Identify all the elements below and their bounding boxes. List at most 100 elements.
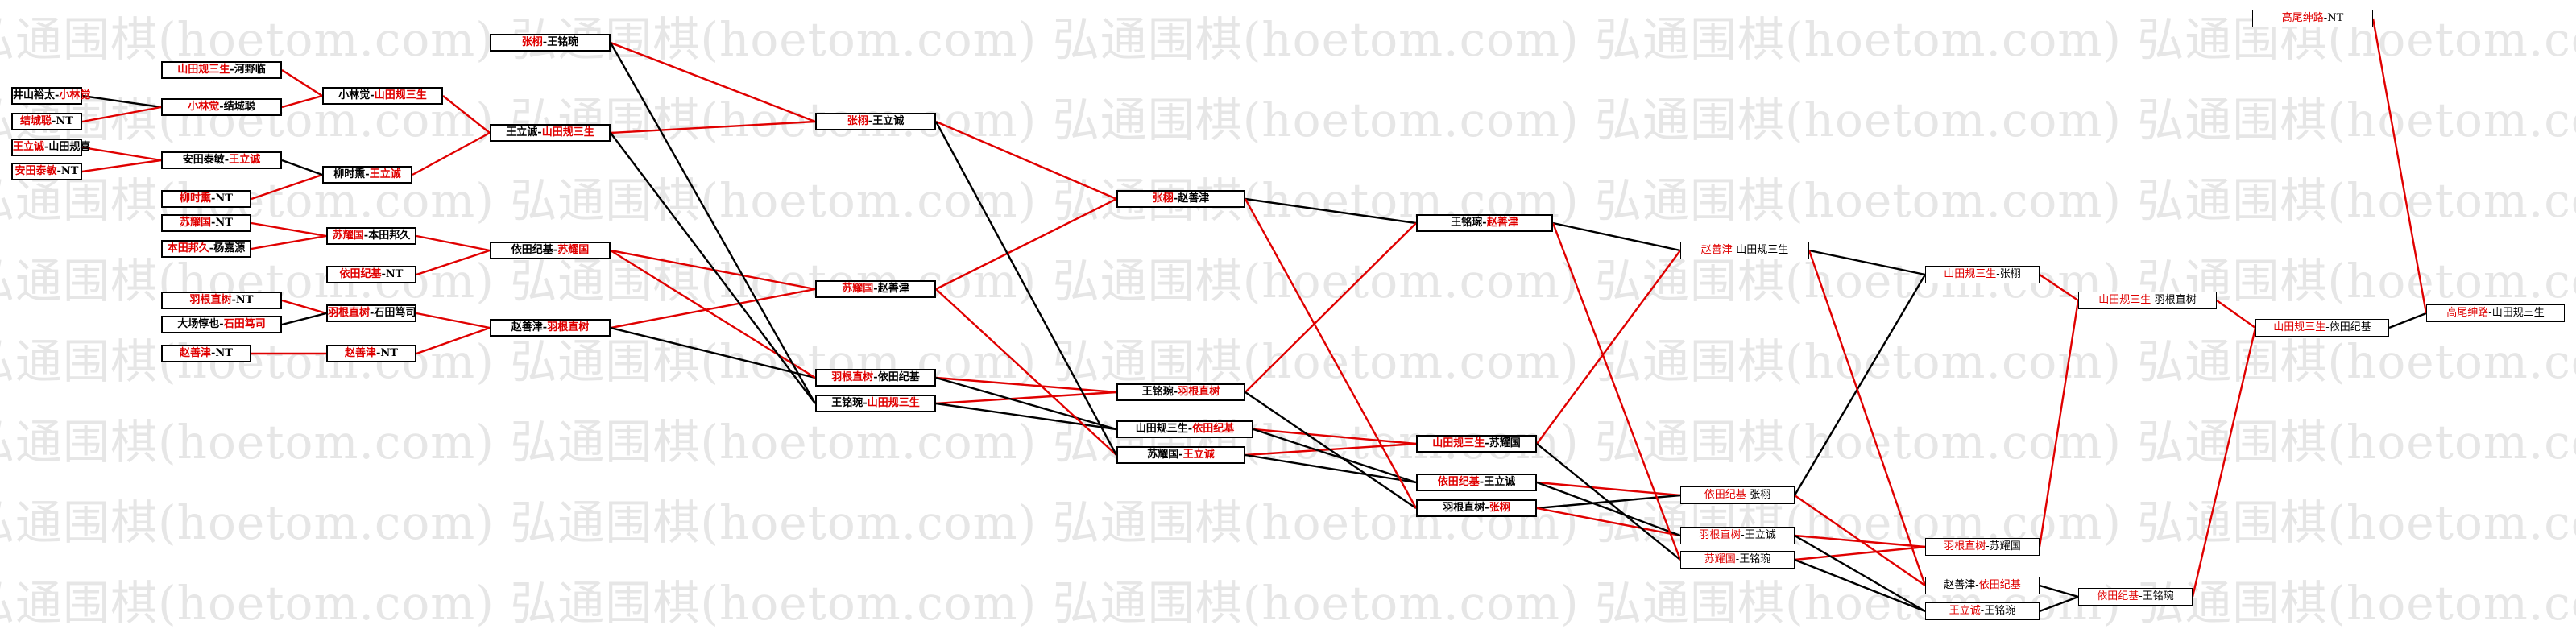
match-node-r9-3: 赵善津-依田纪基 (1925, 577, 2040, 594)
separator: - (381, 268, 386, 280)
player-b: NT (2327, 12, 2344, 24)
player-b: 山田规三生 (2491, 307, 2545, 319)
connector-r5_2-r6_1 (935, 197, 1117, 291)
player-a: 苏耀国 (180, 217, 212, 229)
watermark-row: 弘通围棋(hoetom.com) 弘通围棋(hoetom.com) 弘通围棋(h… (0, 495, 2576, 550)
match-node-r9-1: 山田规三生-张栩 (1925, 266, 2040, 283)
connector-r8_2-r9_1 (1793, 274, 1927, 496)
match-node-r2-2: 小林觉-结城聪 (161, 98, 282, 116)
connector-r6_2-r7_4 (1245, 391, 1417, 509)
connector-r8_3-r9_4 (1794, 534, 1926, 613)
connector-r8_1-r9_3 (1808, 250, 1927, 586)
player-a: 本田邦久 (167, 242, 209, 254)
match-node-r2-8: 赵善津-NT (326, 345, 416, 362)
connector-r2_2-r3_1 (281, 94, 323, 109)
separator: - (44, 141, 49, 153)
separator: - (2323, 12, 2328, 24)
player-b: 王立诚 (872, 115, 905, 127)
connector-r6_1-r7_4 (1244, 198, 1418, 509)
separator: - (1173, 192, 1178, 205)
player-b: 石田笃司 (223, 318, 266, 330)
connector-r7_1-r8_1 (1552, 221, 1681, 252)
separator: - (55, 89, 60, 101)
connector-r4_2-r5_4 (610, 132, 816, 404)
connector-r1_9-r2_7 (281, 312, 327, 326)
match-node-r4-2: 王立诚-山田规三生 (490, 124, 611, 142)
connector-r9_2-r10_1 (2038, 300, 2080, 548)
match-node-r7-3: 依田纪基-王立诚 (1416, 474, 1537, 491)
player-a: 高尾绅路 (2446, 307, 2489, 319)
player-a: 王铭琬 (1451, 217, 1483, 229)
player-a: 羽根直树 (189, 294, 232, 306)
match-node-r12-1: 高尾绅路-NT (2252, 10, 2373, 27)
player-a: 王立诚 (13, 141, 45, 153)
separator: - (2151, 294, 2155, 306)
match-node-r8-2: 依田纪基-张栩 (1680, 486, 1795, 504)
player-b: NT (380, 347, 398, 359)
separator: - (231, 294, 236, 306)
watermark-row: 弘通围棋(hoetom.com) 弘通围棋(hoetom.com) 弘通围棋(h… (0, 415, 2576, 470)
connector-r2_1-r3_1 (281, 68, 323, 97)
player-a: 苏耀国 (842, 283, 874, 295)
player-a: 安田泰敏 (14, 165, 57, 177)
separator: - (376, 347, 381, 359)
separator: - (1479, 476, 1485, 488)
connector-r2_8-r4_4 (416, 326, 491, 355)
match-node-r6-4: 苏耀国-王立诚 (1116, 446, 1245, 464)
connector-r5_4-r6_2 (935, 391, 1117, 405)
player-b: 小林觉 (59, 89, 91, 101)
connector-r6_4-r7_3 (1245, 453, 1417, 484)
player-a: 张栩 (521, 36, 543, 48)
player-b: NT (60, 165, 79, 177)
player-b: 王立诚 (1182, 449, 1215, 461)
match-node-r1-5: 柳时熏-NT (161, 190, 251, 208)
player-b: 王立诚 (229, 154, 261, 166)
match-node-r7-1: 王铭琬-赵善津 (1416, 214, 1553, 232)
player-a: 赵善津 (511, 321, 543, 333)
connector-r2_7-r4_4 (416, 312, 491, 329)
match-node-r3-1: 小林觉-山田规三生 (322, 87, 443, 105)
separator: - (211, 192, 216, 205)
connector-r8_2-r9_3 (1794, 495, 1926, 586)
separator: - (370, 307, 375, 319)
player-a: 羽根直树 (831, 371, 874, 383)
connector-r9_1-r10_1 (2039, 274, 2079, 301)
connector-r9_4-r10_2 (2039, 595, 2079, 613)
connector-r10_1-r11_1 (2216, 300, 2256, 329)
connector-r1_1-r2_2 (81, 94, 162, 109)
player-b: NT (385, 268, 404, 280)
connector-r6_2-r7_1 (1245, 222, 1417, 393)
connector-r1_8-r2_7 (281, 299, 327, 315)
player-b: 山田规三生 (867, 397, 920, 409)
separator: - (365, 168, 370, 180)
connector-r5_1-r6_1 (935, 120, 1117, 201)
player-a: 王立诚 (1949, 605, 1981, 617)
separator: - (553, 244, 558, 256)
connector-r1_5-r2_4 (251, 173, 323, 201)
player-b: NT (215, 192, 233, 205)
connector-r8_4-r9_4 (1794, 558, 1926, 613)
match-node-r2-5: 苏耀国-本田邦久 (326, 227, 416, 245)
connector-r1_3-r2_3 (81, 146, 162, 162)
connector-r5_2-r6_4 (935, 288, 1117, 456)
player-a: 张栩 (1152, 192, 1174, 205)
separator: - (224, 154, 230, 166)
player-a: 山田规三生 (1135, 423, 1188, 435)
player-a: 山田规三生 (1944, 268, 1997, 280)
player-b: 王立诚 (369, 168, 401, 180)
match-node-r7-2: 山田规三生-苏耀国 (1416, 435, 1537, 453)
player-b: 结城聪 (223, 101, 255, 113)
match-node-r5-3: 羽根直树-依田纪基 (815, 369, 936, 387)
separator: - (219, 318, 224, 330)
separator: - (868, 115, 873, 127)
player-b: 王立诚 (1484, 476, 1516, 488)
separator: - (1178, 449, 1183, 461)
separator: - (1980, 605, 1985, 617)
separator: - (863, 397, 868, 409)
player-a: 羽根直树 (1443, 502, 1485, 514)
player-b: NT (235, 294, 254, 306)
connector-r7_2-r8_4 (1536, 443, 1681, 561)
connector-r1_2-r2_2 (81, 106, 162, 123)
separator: - (1996, 268, 2000, 280)
